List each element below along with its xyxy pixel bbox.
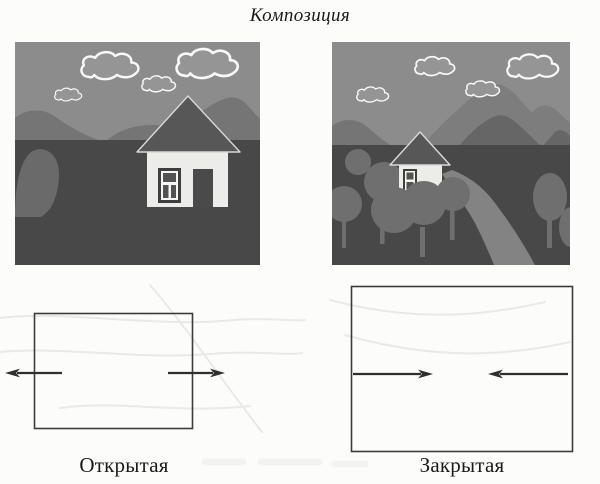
closed-scene [332, 42, 570, 265]
window-pane-right [171, 185, 176, 198]
closed-composition-diagram [350, 285, 574, 453]
open-composition-picture [15, 42, 260, 265]
window-sash [405, 171, 415, 192]
window-pane-top [406, 172, 414, 180]
page-title: Композиция [249, 5, 351, 26]
mountain-back-right [420, 84, 570, 147]
window-pane-left [163, 185, 169, 198]
trees-front [371, 173, 570, 257]
mountain-left [15, 110, 105, 142]
arrow-right-inward [488, 369, 568, 379]
house-roof [136, 95, 241, 153]
window-pane-top [163, 173, 176, 182]
arrow-left-inward [353, 369, 433, 379]
caption-closed: Закрытая [419, 453, 505, 477]
mountain-front-right [458, 115, 542, 147]
caption-open: Открытая [79, 453, 169, 477]
frame-rect [350, 285, 574, 453]
open-scene [15, 42, 260, 265]
door [193, 169, 213, 207]
arrow-left-outward [5, 368, 62, 378]
open-composition-diagram [5, 312, 225, 430]
mountain-left [332, 120, 394, 147]
house [136, 95, 241, 207]
mountain-far-right [542, 130, 570, 147]
frame-rect [33, 312, 194, 430]
house-roof [389, 131, 451, 166]
arrow-right-outward [168, 368, 225, 378]
bush [15, 149, 60, 217]
closed-composition-picture [332, 42, 570, 265]
